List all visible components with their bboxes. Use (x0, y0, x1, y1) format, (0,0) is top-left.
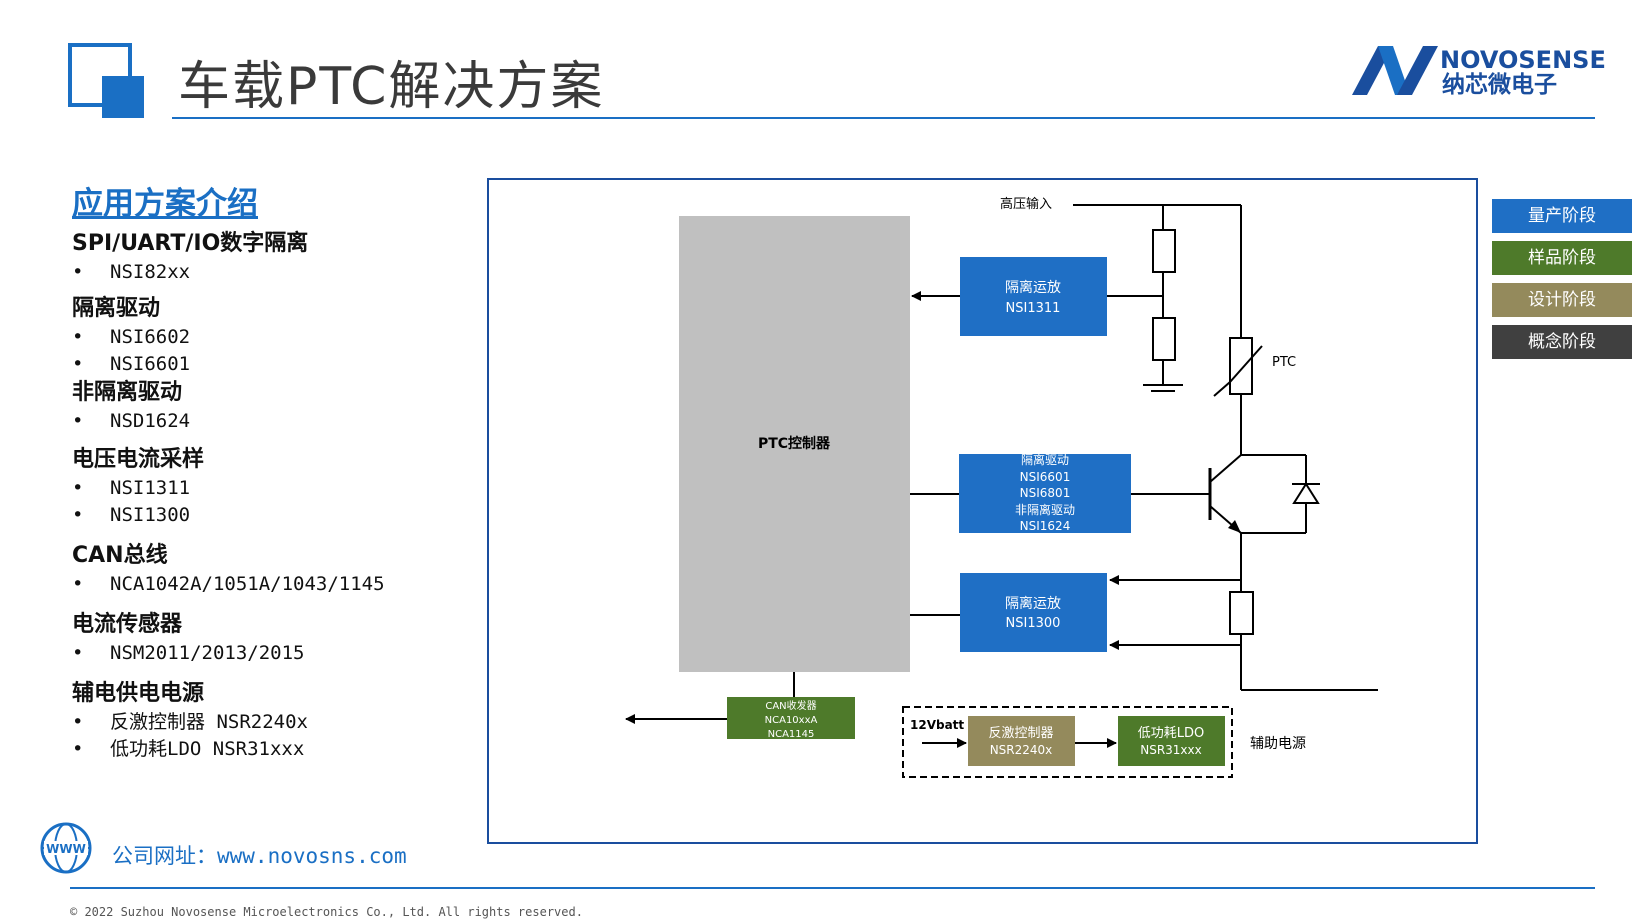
list-item: •NSI6601 (72, 353, 191, 375)
diode-icon (1292, 482, 1320, 504)
list-item: •NSI82xx (72, 261, 191, 283)
header-square-outline (68, 43, 132, 107)
list-item: •NSD1624 (72, 410, 191, 432)
divider-resistor-bottom (1152, 317, 1176, 361)
ptc-thermistor (1229, 337, 1253, 395)
igbt-icon (1208, 454, 1242, 534)
isolated-amp-nsi1311 (960, 257, 1107, 336)
svg-text:NSI6601: NSI6601 (1020, 470, 1071, 484)
legend-sample: 样品阶段 (1492, 241, 1632, 275)
logo-text-cn: 纳芯微电子 (1442, 71, 1557, 98)
website-line: 公司网址：www.novosns.com (112, 840, 407, 870)
svg-text:NSI6801: NSI6801 (1020, 486, 1071, 500)
can-transceiver-block (727, 697, 855, 739)
amp1-label: 隔离运放 (1005, 279, 1061, 296)
header-graphics: NOVOSENSE 纳芯微电子 (68, 43, 1606, 119)
svg-text:CAN收发器: CAN收发器 (765, 699, 816, 712)
shunt-resistor (1229, 591, 1254, 635)
amp2-part: NSI1300 (1006, 616, 1061, 631)
section-title: 非隔离驱动 (72, 380, 183, 405)
section-title: 电流传感器 (72, 612, 183, 637)
header-square-filled (102, 76, 144, 118)
novosense-logo-icon (1352, 46, 1438, 95)
svg-text:低功耗LDO: 低功耗LDO (1138, 726, 1205, 741)
svg-text:NCA1145: NCA1145 (768, 729, 815, 740)
section-title: SPI/UART/IO数字隔离 (72, 231, 309, 256)
footer-rule (70, 887, 1595, 889)
page-title: 车载PTC解决方案 (178, 57, 605, 117)
list-item: •NSI6602 (72, 326, 191, 348)
svg-text:隔离驱动: 隔离驱动 (1021, 452, 1069, 467)
aux-power-dashed-box (902, 706, 1233, 778)
logo-text-en: NOVOSENSE (1440, 46, 1606, 74)
v12-label: 12Vbatt (910, 718, 964, 732)
ptc-label: PTC (1272, 355, 1296, 370)
aux-power-label: 辅助电源 (1250, 736, 1306, 752)
gate-driver-block (959, 454, 1131, 533)
list-item: •NSI1311 (72, 477, 191, 499)
list-item: •反激控制器 NSR2240x (72, 711, 308, 733)
amp1-part: NSI1311 (1006, 301, 1061, 316)
ptc-controller-block (679, 216, 910, 672)
svg-text:NSI1624: NSI1624 (1020, 519, 1071, 533)
legend-design: 设计阶段 (1492, 283, 1632, 317)
legend-mass-production: 量产阶段 (1492, 199, 1632, 233)
copyright: © 2022 Suzhou Novosense Microelectronics… (70, 905, 583, 919)
diagram-frame (487, 178, 1478, 844)
ptc-controller-label: PTC控制器 (758, 435, 831, 452)
solution-list: 应用方案介绍 SPI/UART/IO数字隔离 •NSI82xx 隔离驱动 •NS… (72, 178, 452, 763)
svg-text:NSR2240x: NSR2240x (990, 743, 1053, 757)
divider-resistor-top (1152, 229, 1176, 273)
list-item: •NSI1300 (72, 504, 191, 526)
list-item: •低功耗LDO NSR31xxx (72, 738, 305, 760)
ldo-block (1118, 716, 1225, 766)
section-title: CAN总线 (72, 543, 168, 568)
amp2-label: 隔离运放 (1005, 595, 1061, 612)
svg-text:反激控制器: 反激控制器 (988, 726, 1053, 741)
legend-concept: 概念阶段 (1492, 325, 1632, 359)
list-item: •NSM2011/2013/2015 (72, 642, 305, 664)
section-title: 辅电供电电源 (72, 681, 205, 706)
website-link[interactable]: www.novosns.com (217, 844, 407, 868)
svg-text:NCA10xxA: NCA10xxA (765, 715, 818, 726)
hv-input-label: 高压输入 (1000, 196, 1052, 212)
list-item: •NCA1042A/1051A/1043/1145 (72, 573, 385, 595)
svg-text:NSR31xxx: NSR31xxx (1140, 743, 1202, 757)
svg-text:WWW: WWW (46, 842, 86, 856)
globe-www-icon: WWW (40, 822, 92, 874)
isolated-amp-nsi1300 (960, 573, 1107, 652)
intro-heading: 应用方案介绍 (72, 186, 258, 222)
website-label: 公司网址： (112, 844, 217, 868)
flyback-controller-block (968, 716, 1075, 766)
section-title: 隔离驱动 (72, 296, 161, 321)
section-title: 电压电流采样 (72, 447, 205, 472)
svg-text:非隔离驱动: 非隔离驱动 (1015, 502, 1075, 517)
